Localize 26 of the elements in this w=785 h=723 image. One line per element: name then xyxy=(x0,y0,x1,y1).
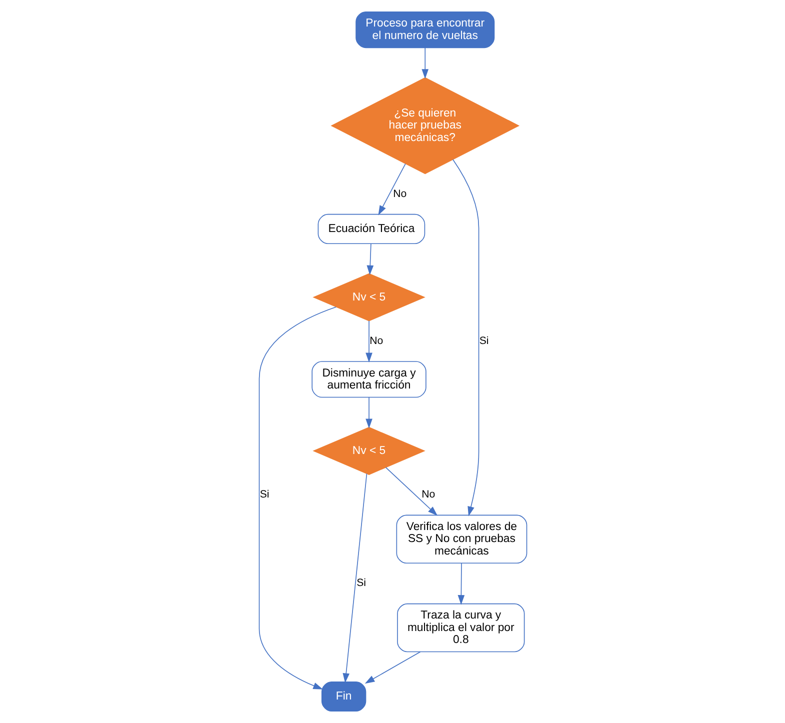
node-box: Fin xyxy=(320,681,366,712)
arrow xyxy=(384,467,438,516)
node-diamond: Nv < 5 xyxy=(312,426,425,475)
edge-label: Si xyxy=(259,488,269,501)
edge-label: Si xyxy=(478,334,488,347)
arrow xyxy=(366,244,374,276)
edge-label: No xyxy=(369,334,383,347)
arrow xyxy=(457,562,464,605)
node-diamond: Nv < 5 xyxy=(312,273,425,322)
node-box: Traza la curva y multiplica el valor por 0.8 xyxy=(396,603,524,652)
node-box: Ecuación Teórica xyxy=(317,214,425,244)
arrow xyxy=(364,651,420,684)
arrow xyxy=(378,163,406,216)
arrow xyxy=(258,306,336,690)
arrow xyxy=(342,473,367,683)
edge-label: Si xyxy=(356,577,366,590)
edge-label: No xyxy=(421,488,435,501)
arrow xyxy=(452,159,479,516)
arrow xyxy=(421,47,428,79)
node-box: Proceso para encontrar el numero de vueltas xyxy=(355,11,494,48)
node-box: Disminuye carga y aumenta fricción xyxy=(311,361,426,398)
arrow xyxy=(365,320,372,363)
node-diamond: ¿Se quieren hacer pruebas mecánicas? xyxy=(330,77,519,174)
arrow xyxy=(365,397,372,428)
edge-label: No xyxy=(392,188,406,200)
node-box: Verifica los valores de SS y No con pruebas mecánicas xyxy=(396,514,527,564)
